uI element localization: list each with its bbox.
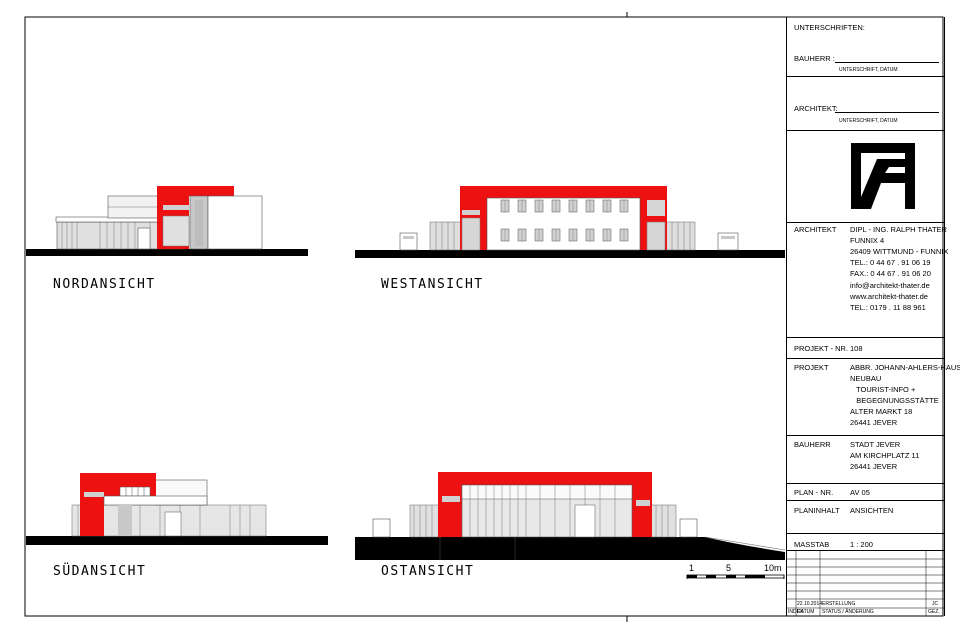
plan-nr-value: AV 05 bbox=[850, 488, 870, 497]
scale-label-1: 1 bbox=[689, 563, 695, 573]
south-elevation bbox=[26, 473, 328, 545]
east-elevation bbox=[355, 472, 786, 560]
col-datum: DATUM bbox=[797, 609, 815, 615]
planinhalt-value: ANSICHTEN bbox=[850, 506, 894, 515]
projekt-line: 26441 JEVER bbox=[850, 418, 898, 427]
architect-line: FAX.: 0 44 67 . 91 06 20 bbox=[850, 269, 931, 278]
revision-date: 22.10.2014 bbox=[797, 601, 823, 607]
west-windows bbox=[500, 199, 629, 242]
tb-planinhalt: PLANINHALT ANSICHTEN bbox=[787, 501, 944, 534]
plan-nr-label: PLAN - NR. bbox=[794, 488, 834, 497]
signature-line bbox=[835, 112, 939, 113]
revision-by: JC bbox=[932, 601, 939, 607]
view-label-east: OSTANSICHT bbox=[381, 564, 475, 579]
scale-bar bbox=[686, 574, 785, 579]
architect-line: DIPL - ING. RALPH THATER bbox=[850, 225, 947, 234]
col-status: STATUS / ÄNDERUNG bbox=[822, 609, 874, 615]
architect-line: www.architekt-thater.de bbox=[850, 292, 928, 301]
architect-line: info@architekt-thater.de bbox=[850, 281, 930, 290]
projekt-line: NEUBAU bbox=[850, 374, 882, 383]
signatures-title: UNTERSCHRIFTEN: bbox=[794, 23, 865, 32]
signature-caption: UNTERSCHRIFT, DATUM bbox=[839, 67, 898, 73]
tb-plan-nr: PLAN - NR. AV 05 bbox=[787, 484, 944, 501]
masstab-label: MASSTAB bbox=[794, 540, 830, 549]
north-elevation bbox=[26, 186, 308, 256]
bauherr-line: AM KIRCHPLATZ 11 bbox=[850, 451, 920, 460]
view-label-west: WESTANSICHT bbox=[381, 277, 484, 292]
projekt-line: ABBR. JOHANN-AHLERS-HAUS bbox=[850, 363, 960, 372]
col-index: INDEX bbox=[788, 609, 804, 615]
tb-logo bbox=[787, 131, 944, 223]
col-gez: GEZ. bbox=[928, 609, 940, 615]
projekt-nr-label: PROJEKT - NR. bbox=[794, 344, 849, 353]
architekt-sign-label: ARCHITEKT: bbox=[794, 104, 838, 113]
scale-label-5: 5 bbox=[726, 563, 732, 573]
architect-line: FUNNIX 4 bbox=[850, 236, 885, 245]
projekt-line: BEGEGNUNGSSTÄTTE bbox=[850, 396, 939, 405]
architect-line: TEL.: 0179 . 11 88 961 bbox=[850, 303, 926, 312]
masstab-value: 1 : 200 bbox=[850, 540, 873, 549]
bauherr-sign-label: BAUHERR : bbox=[794, 54, 835, 63]
tb-projekt-nr: PROJEKT - NR. 108 bbox=[787, 338, 944, 359]
projekt-line: TOURIST-INFO + bbox=[850, 385, 916, 394]
projekt-nr-value: 108 bbox=[850, 344, 863, 353]
bauherr-line: 26441 JEVER bbox=[850, 462, 898, 471]
revision-table: 22.10.2014 ERSTELLUNG JC INDEX DATUM STA… bbox=[787, 551, 944, 616]
architect-logo bbox=[851, 143, 915, 209]
signature-caption: UNTERSCHRIFT, DATUM bbox=[839, 118, 898, 124]
west-elevation bbox=[355, 186, 785, 258]
title-block: UNTERSCHRIFTEN: BAUHERR : UNTERSCHRIFT, … bbox=[786, 17, 960, 616]
architect-line: 26409 WITTMUND - FUNNIX bbox=[850, 247, 949, 256]
revision-grid bbox=[787, 551, 944, 616]
architect-heading: ARCHITEKT bbox=[794, 225, 837, 234]
tb-masstab: MASSTAB 1 : 200 bbox=[787, 534, 944, 551]
view-label-north: NORDANSICHT bbox=[53, 277, 156, 292]
tb-signature-bauherr: UNTERSCHRIFTEN: BAUHERR : UNTERSCHRIFT, … bbox=[787, 17, 944, 77]
signature-line bbox=[835, 62, 939, 63]
view-label-south: SÜDANSICHT bbox=[53, 564, 147, 579]
tb-projekt: PROJEKT ABBR. JOHANN-AHLERS-HAUS NEUBAU … bbox=[787, 359, 960, 436]
projekt-line: ALTER MARKT 18 bbox=[850, 407, 913, 416]
architect-line: TEL.: 0 44 67 . 91 06 19 bbox=[850, 258, 931, 267]
revision-status: ERSTELLUNG bbox=[822, 601, 856, 607]
tb-bauherr: BAUHERR STADT JEVER AM KIRCHPLATZ 11 264… bbox=[787, 436, 944, 484]
bauherr-heading: BAUHERR bbox=[794, 440, 831, 449]
tb-architect: ARCHITEKT DIPL - ING. RALPH THATER FUNNI… bbox=[787, 223, 948, 338]
bauherr-line: STADT JEVER bbox=[850, 440, 901, 449]
projekt-label: PROJEKT bbox=[794, 363, 829, 372]
scale-label-10m: 10m bbox=[764, 563, 782, 573]
tb-signature-architekt: ARCHITEKT: UNTERSCHRIFT, DATUM bbox=[787, 77, 944, 131]
planinhalt-label: PLANINHALT bbox=[794, 506, 840, 515]
